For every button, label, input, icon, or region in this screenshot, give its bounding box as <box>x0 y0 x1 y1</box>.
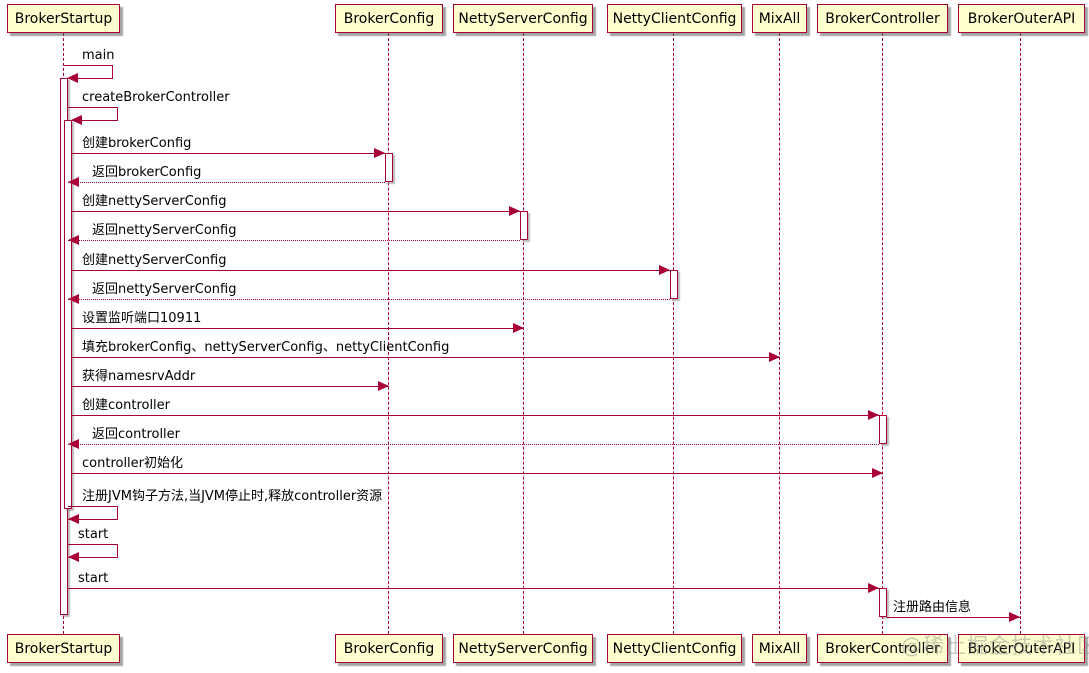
lifeline-brokerouterapi <box>1020 33 1021 634</box>
participant-bottom-mixall: MixAll <box>752 634 807 663</box>
arrowhead-right-icon <box>872 468 883 478</box>
message-line <box>71 211 520 212</box>
participant-top-nettyserverconfig: NettyServerConfig <box>453 4 593 33</box>
message-label: 注册路由信息 <box>893 600 972 615</box>
arrowhead-right-icon <box>374 148 385 158</box>
message-label: 填充brokerConfig、nettyServerConfig、nettyCl… <box>82 340 450 355</box>
participant-bottom-brokerouterapi: BrokerOuterAPI <box>958 634 1085 663</box>
participant-label: BrokerController <box>825 640 940 657</box>
message-line <box>67 588 879 589</box>
self-call-loop <box>67 544 118 558</box>
activation-bar-nettyclientconfig <box>670 270 678 299</box>
message-label: 获得namesrvAddr <box>82 369 196 384</box>
participant-label: NettyServerConfig <box>458 640 588 657</box>
arrowhead-left-icon <box>67 439 79 449</box>
participant-top-brokercontroller: BrokerController <box>817 4 948 33</box>
message-return-line <box>67 182 385 183</box>
participant-top-brokerstartup: BrokerStartup <box>7 4 120 33</box>
arrowhead-left-icon <box>67 514 79 524</box>
arrowhead-left-icon <box>67 235 79 245</box>
participant-bottom-nettyserverconfig: NettyServerConfig <box>453 634 593 663</box>
message-label: createBrokerController <box>82 90 230 105</box>
arrowhead-left-icon <box>67 177 79 187</box>
participant-bottom-brokerstartup: BrokerStartup <box>7 634 120 663</box>
message-label: 创建nettyServerConfig <box>82 253 227 268</box>
arrowhead-right-icon <box>868 410 879 420</box>
watermark: @稀土掘金技术社区 <box>901 634 1089 658</box>
participant-label: NettyClientConfig <box>612 640 737 657</box>
self-call-loop <box>67 107 118 121</box>
participant-label: BrokerController <box>825 10 940 27</box>
self-call-loop <box>67 506 118 520</box>
message-label: 返回controller <box>92 427 181 442</box>
arrowhead-right-icon <box>769 352 780 362</box>
activation-bar-nettyserverconfig <box>520 211 528 240</box>
participant-top-nettyclientconfig: NettyClientConfig <box>607 4 742 33</box>
participant-label: MixAll <box>758 640 801 657</box>
lifeline-mixall <box>779 33 780 634</box>
message-line <box>71 153 385 154</box>
participant-label: NettyClientConfig <box>612 10 737 27</box>
arrowhead-left-icon <box>67 294 79 304</box>
arrowhead-right-icon <box>868 583 879 593</box>
message-label: 返回nettyServerConfig <box>92 223 237 238</box>
message-label: 返回brokerConfig <box>92 165 202 180</box>
message-label: 创建controller <box>82 398 171 413</box>
message-line <box>71 270 670 271</box>
message-label: 创建nettyServerConfig <box>82 194 227 209</box>
participant-label: BrokerStartup <box>14 10 113 27</box>
participant-label: MixAll <box>758 10 801 27</box>
lifeline-brokercontroller <box>882 33 883 634</box>
participant-label: BrokerOuterAPI <box>967 640 1076 657</box>
message-label: 创建brokerConfig <box>82 136 192 151</box>
message-return-line <box>67 444 879 445</box>
message-label: start <box>78 527 109 542</box>
lifeline-nettyclientconfig <box>673 33 674 634</box>
self-call-loop <box>63 65 113 79</box>
activation-bar-brokercontroller-create <box>879 415 887 444</box>
message-line <box>71 328 524 329</box>
message-label: 返回nettyServerConfig <box>92 282 237 297</box>
message-label: main <box>82 48 115 63</box>
participant-label: NettyServerConfig <box>458 10 588 27</box>
message-return-line <box>67 299 670 300</box>
participant-bottom-brokercontroller: BrokerController <box>817 634 948 663</box>
lifeline-nettyserverconfig <box>523 33 524 634</box>
participant-label: BrokerConfig <box>343 10 435 27</box>
message-label: controller初始化 <box>82 456 184 471</box>
arrowhead-right-icon <box>378 381 389 391</box>
arrowhead-left-icon <box>67 552 79 562</box>
participant-bottom-brokerconfig: BrokerConfig <box>335 634 443 663</box>
arrowhead-right-icon <box>509 206 520 216</box>
participant-bottom-nettyclientconfig: NettyClientConfig <box>607 634 742 663</box>
message-line <box>71 357 780 358</box>
message-label: start <box>78 571 109 586</box>
participant-top-brokerouterapi: BrokerOuterAPI <box>958 4 1085 33</box>
participant-top-brokerconfig: BrokerConfig <box>335 4 443 33</box>
participant-label: BrokerConfig <box>343 640 435 657</box>
message-label: 注册JVM钩子方法,当JVM停止时,释放controller资源 <box>82 489 383 504</box>
participant-label: BrokerStartup <box>14 640 113 657</box>
activation-bar-brokerconfig <box>385 153 393 182</box>
arrowhead-left-icon <box>71 115 82 125</box>
message-line <box>71 415 879 416</box>
arrowhead-right-icon <box>513 323 524 333</box>
participant-label: BrokerOuterAPI <box>967 10 1076 27</box>
arrowhead-left-icon <box>67 73 78 83</box>
arrowhead-right-icon <box>1009 612 1020 622</box>
message-line <box>71 386 389 387</box>
lifeline-brokerconfig <box>388 33 389 634</box>
message-return-line <box>67 240 520 241</box>
message-line <box>71 473 883 474</box>
message-line <box>887 617 1020 618</box>
participant-top-mixall: MixAll <box>752 4 807 33</box>
arrowhead-right-icon <box>659 265 670 275</box>
activation-bar-brokercontroller-start <box>879 588 887 617</box>
message-label: 设置监听端口10911 <box>82 311 202 326</box>
